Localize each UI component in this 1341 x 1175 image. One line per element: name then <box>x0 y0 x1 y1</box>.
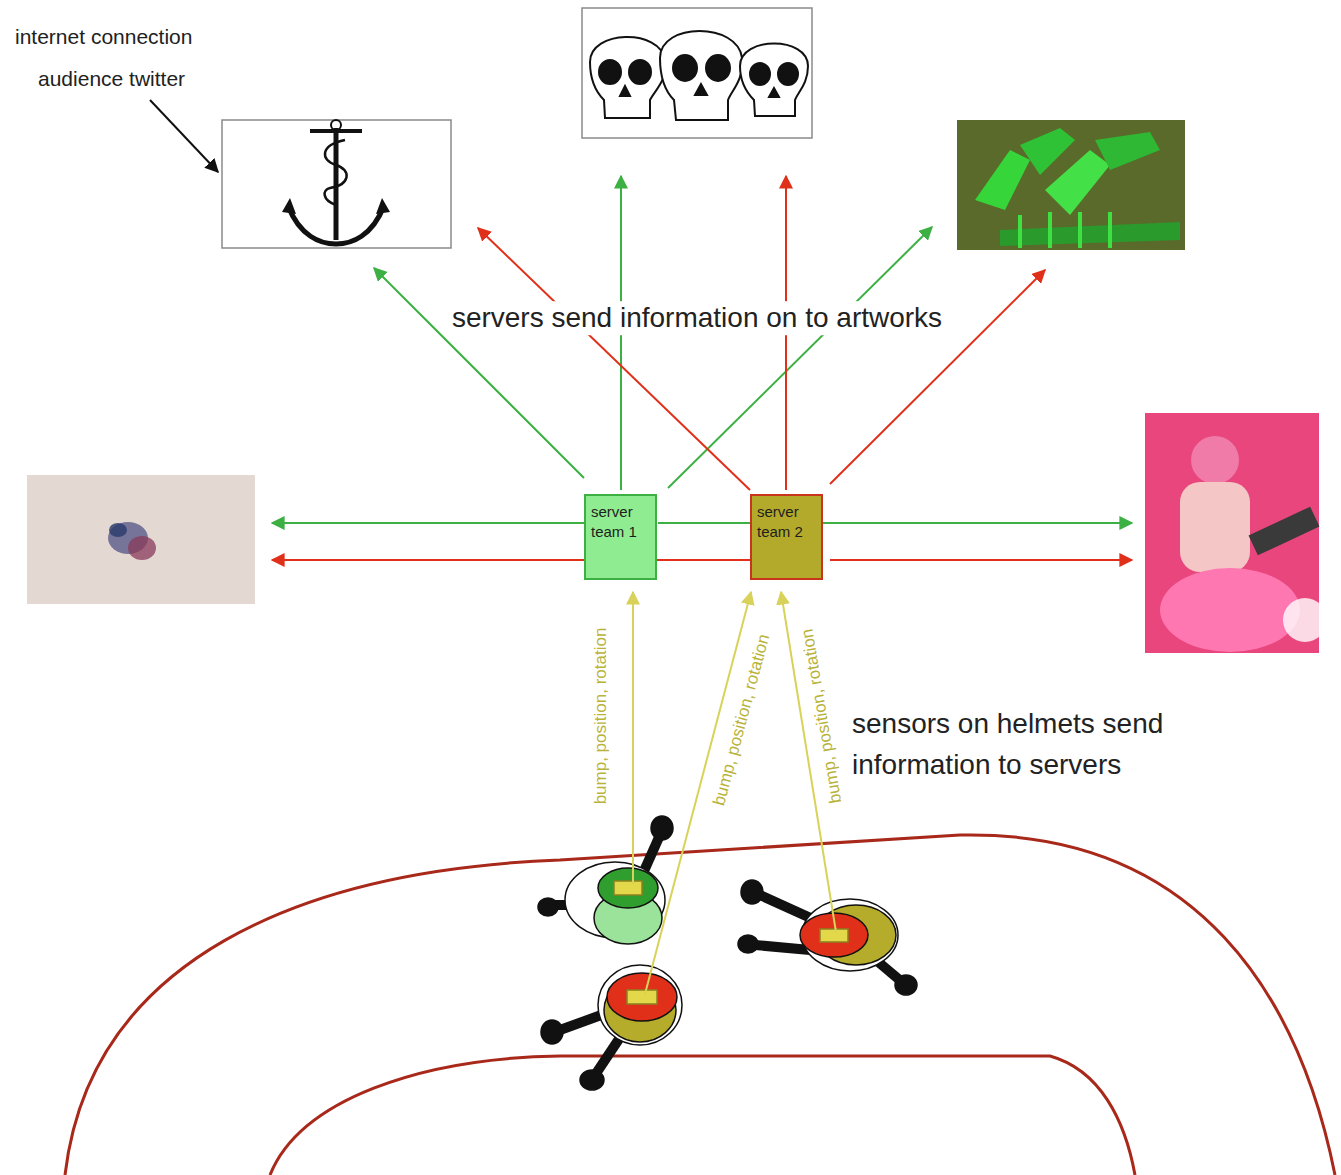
figure-body <box>1180 482 1250 572</box>
skull-eye <box>706 55 730 81</box>
figure-head <box>1191 436 1239 484</box>
track-outer <box>65 835 1335 1175</box>
skulls-artwork <box>582 8 812 138</box>
helmet-sensor <box>627 990 657 1004</box>
skater-limb <box>760 895 815 920</box>
skull-outline <box>740 44 808 117</box>
bruise-artwork <box>27 475 255 604</box>
green-arrows <box>272 176 1132 523</box>
helmet-sensor <box>614 881 642 895</box>
guitar-artwork <box>1145 413 1327 653</box>
server-name: server team 1 <box>591 502 650 543</box>
helmet-sensor <box>820 929 848 942</box>
callout-label: internet connection <box>15 24 192 49</box>
skull-nose <box>695 84 707 95</box>
annotation: servers send information on to artworks <box>447 301 947 335</box>
bruise <box>109 523 127 537</box>
green-artwork <box>957 120 1185 250</box>
skater-skate <box>895 975 917 995</box>
signal-label: bump, position, rotation <box>797 627 846 805</box>
skater-skate <box>580 1070 604 1090</box>
artwork-frame <box>582 8 812 138</box>
skater-glove <box>738 935 758 953</box>
callout-label: audience twitter <box>38 66 185 91</box>
annotation: sensors on helmets send information to s… <box>852 704 1272 785</box>
data-arrow <box>272 559 750 561</box>
skull-eye <box>599 60 621 84</box>
derby-track <box>65 835 1335 1175</box>
green-figure <box>975 150 1030 210</box>
helmet-team1 <box>598 868 658 908</box>
skater <box>738 880 917 995</box>
guitar-body <box>1160 568 1300 652</box>
light-flare <box>1283 598 1327 642</box>
green-figure <box>1045 150 1110 215</box>
post <box>1078 212 1082 248</box>
skull-eye <box>778 63 798 85</box>
post <box>1048 212 1052 248</box>
skater-limb <box>755 945 810 950</box>
signal-label: bump, position, rotation <box>591 628 611 805</box>
skull-outline <box>590 37 665 118</box>
skull <box>660 31 742 120</box>
green-figure <box>1000 222 1180 246</box>
skull-nose <box>620 86 630 96</box>
skull-nose <box>769 88 779 97</box>
artwork-tint <box>957 120 1185 250</box>
callout-arrow <box>150 100 218 172</box>
anchor-ring <box>331 120 341 130</box>
artwork-frame <box>222 120 451 248</box>
red-arrows <box>272 176 1132 560</box>
data-arrow <box>478 228 750 490</box>
skull <box>590 37 665 118</box>
data-arrow <box>830 559 1132 561</box>
sensor-line <box>632 592 634 884</box>
skater-glove <box>538 898 558 916</box>
server-name: server team 2 <box>757 502 816 543</box>
skater <box>541 965 682 1090</box>
data-arrow <box>272 522 584 524</box>
signal-label: bump, position, rotation <box>709 632 774 808</box>
skater-body <box>598 965 682 1045</box>
bruise <box>128 536 156 560</box>
artwork-photo <box>957 120 1185 250</box>
anchor-fluke <box>282 198 390 214</box>
post <box>1018 215 1022 248</box>
skater-glove <box>741 880 763 904</box>
post <box>1108 212 1112 248</box>
skull-eye <box>673 55 697 81</box>
skull-eye <box>629 60 651 84</box>
skull-eye <box>750 63 770 85</box>
sensor-line <box>645 592 751 994</box>
green-figure <box>1020 128 1075 175</box>
guitar-neck <box>1249 507 1320 556</box>
helmet-team2 <box>607 973 677 1021</box>
skater-glove <box>541 1020 563 1044</box>
artwork-photo <box>27 475 255 604</box>
green-posts <box>1020 212 1110 248</box>
anchor-snake <box>325 140 347 205</box>
skater <box>538 816 673 944</box>
anchor-shaft <box>334 128 339 240</box>
skater-glove <box>651 816 673 840</box>
anchor-artwork <box>222 120 451 248</box>
data-arrow <box>658 522 750 524</box>
data-arrow <box>822 522 1132 524</box>
skull <box>740 44 808 117</box>
green-figure <box>1095 132 1160 170</box>
anchor-arms <box>288 206 384 244</box>
skull-outline <box>660 31 742 120</box>
server-box: server team 2 <box>750 494 823 580</box>
track-inner <box>270 1056 1135 1175</box>
server-box: server team 1 <box>584 494 657 580</box>
